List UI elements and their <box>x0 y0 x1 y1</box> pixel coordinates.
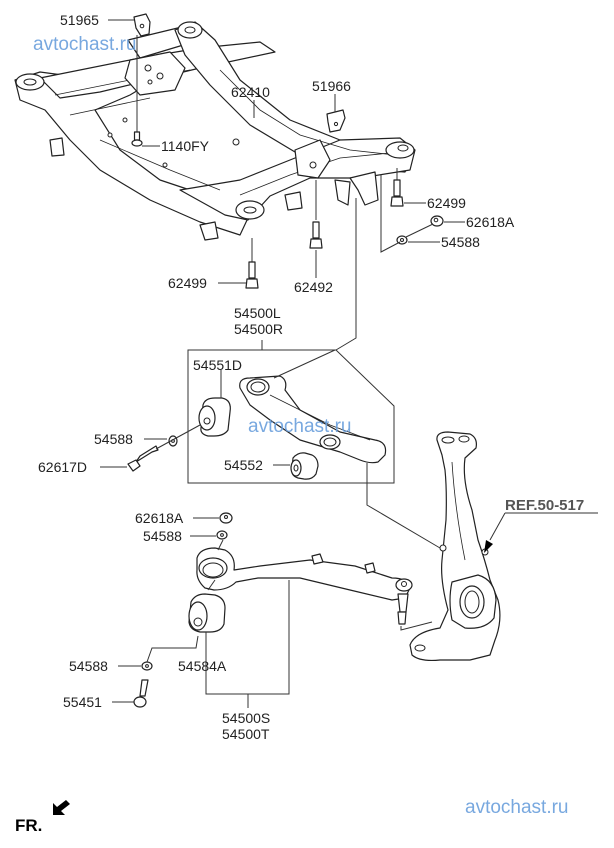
label-1140fy[interactable]: 1140FY <box>161 138 210 154</box>
front-lower-arm[interactable] <box>239 349 387 464</box>
label-62492[interactable]: 62492 <box>294 279 333 295</box>
rear-lower-arm[interactable] <box>196 547 433 631</box>
bushing-54552[interactable] <box>290 452 319 480</box>
label-62499-left[interactable]: 62499 <box>168 275 207 291</box>
label-54588-upper[interactable]: 54588 <box>441 234 480 250</box>
label-54588-middle[interactable]: 54588 <box>94 431 133 447</box>
label-51966[interactable]: 51966 <box>312 78 351 94</box>
reference-pointer <box>484 512 598 553</box>
reference-label[interactable]: REF.50-517 <box>505 497 584 514</box>
watermark-bottom: avtochast.ru <box>465 797 569 818</box>
label-62499-right[interactable]: 62499 <box>427 195 466 211</box>
bracket-51965[interactable] <box>133 13 151 37</box>
front-label: FR. <box>15 816 42 835</box>
front-arrow-icon <box>53 800 70 815</box>
washer-54588-lower-top[interactable] <box>216 530 228 540</box>
watermark-top: avtochast.ru <box>33 34 137 55</box>
label-62410[interactable]: 62410 <box>231 84 270 100</box>
bracket-51966[interactable] <box>326 109 346 133</box>
label-54500s[interactable]: 54500S <box>222 710 270 726</box>
bolt-55451[interactable] <box>133 679 149 708</box>
steering-knuckle[interactable] <box>409 431 501 662</box>
bushing-54551d[interactable] <box>198 370 231 437</box>
front-direction-indicator: FR. <box>15 800 70 835</box>
bolt-62617d[interactable] <box>127 424 201 472</box>
subframe-crossmember[interactable] <box>14 21 416 241</box>
label-51965[interactable]: 51965 <box>60 12 99 28</box>
washer-54588-bottom[interactable] <box>141 661 153 671</box>
label-62617d[interactable]: 62617D <box>38 459 87 475</box>
label-54588-bottom[interactable]: 54588 <box>69 658 108 674</box>
label-62618a-upper[interactable]: 62618A <box>466 214 515 230</box>
bolt-62492[interactable] <box>309 180 323 278</box>
label-54588-lower-top[interactable]: 54588 <box>143 528 182 544</box>
bolt-62499-left[interactable] <box>245 238 259 289</box>
label-62618a-lower[interactable]: 62618A <box>135 510 184 526</box>
assembly-frame-upper-arm <box>187 349 395 484</box>
label-54551d[interactable]: 54551D <box>193 357 242 373</box>
bushing-54584a[interactable] <box>188 579 226 633</box>
label-54552[interactable]: 54552 <box>224 457 263 473</box>
label-55451[interactable]: 55451 <box>63 694 102 710</box>
bolt-62499-right[interactable] <box>390 168 404 207</box>
label-54500l[interactable]: 54500L <box>234 305 281 321</box>
bolt-1140fy[interactable] <box>131 35 143 147</box>
watermark-middle: avtochast.ru <box>248 416 352 437</box>
nut-62618a-upper[interactable] <box>430 215 444 227</box>
label-54500r[interactable]: 54500R <box>234 321 283 337</box>
nut-62618a-lower[interactable] <box>219 512 233 524</box>
label-54584a[interactable]: 54584A <box>178 658 227 674</box>
label-54500t[interactable]: 54500T <box>222 726 270 742</box>
